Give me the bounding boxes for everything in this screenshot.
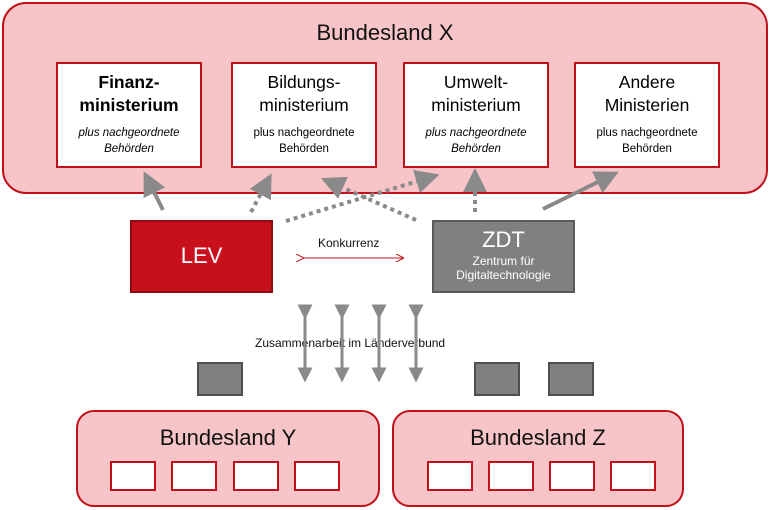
ministry-environment-title: Umwelt- ministerium bbox=[431, 72, 521, 115]
member-state-agency bbox=[474, 362, 520, 396]
state-y-unit bbox=[294, 461, 340, 491]
member-state-agency bbox=[548, 362, 594, 396]
state-z-title: Bundesland Z bbox=[470, 425, 606, 450]
competition-label: Konkurrenz bbox=[318, 236, 380, 250]
agency-zdt-subtitle: Zentrum für Digitaltechnologie bbox=[456, 254, 551, 282]
ministry-education-subtitle: plus nachgeordnete Behörden bbox=[253, 127, 355, 155]
ministry-other-subtitle: plus nachgeordnete Behörden bbox=[596, 127, 698, 155]
ministry-environment: Umwelt- ministerium plus nachgeordnete B… bbox=[403, 62, 549, 168]
cooperation-label: Zusammenarbeit im Länderverbund bbox=[255, 336, 446, 350]
state-y-unit bbox=[171, 461, 217, 491]
state-z-container: Bundesland Z bbox=[392, 410, 684, 507]
agency-lev-title: LEV bbox=[180, 243, 223, 268]
agency-zdt-title: ZDT bbox=[482, 227, 525, 252]
ministry-finance: Finanz- ministerium plus nachgeordnete B… bbox=[56, 62, 202, 168]
member-state-agency bbox=[197, 362, 243, 396]
ministry-environment-subtitle: plus nachgeordnete Behörden bbox=[425, 127, 527, 155]
state-z-unit bbox=[488, 461, 534, 491]
state-y-container: Bundesland Y bbox=[76, 410, 380, 507]
ministry-other: Andere Ministerien plus nachgeordnete Be… bbox=[574, 62, 720, 168]
ministry-finance-title: Finanz- ministerium bbox=[79, 72, 179, 115]
ministry-education-title: Bildungs- ministerium bbox=[259, 72, 349, 115]
state-z-unit bbox=[427, 461, 473, 491]
ministry-other-title: Andere Ministerien bbox=[604, 72, 690, 115]
state-x-title: Bundesland X bbox=[316, 20, 454, 45]
state-z-unit bbox=[549, 461, 595, 491]
state-y-unit bbox=[233, 461, 279, 491]
agency-lev: LEV bbox=[130, 220, 273, 293]
state-y-unit bbox=[110, 461, 156, 491]
ministry-finance-subtitle: plus nachgeordnete Behörden bbox=[78, 127, 180, 155]
state-y-title: Bundesland Y bbox=[159, 425, 297, 450]
agency-zdt: ZDT Zentrum für Digitaltechnologie bbox=[432, 220, 575, 293]
ministry-education: Bildungs- ministerium plus nachgeordnete… bbox=[231, 62, 377, 168]
state-z-unit bbox=[610, 461, 656, 491]
